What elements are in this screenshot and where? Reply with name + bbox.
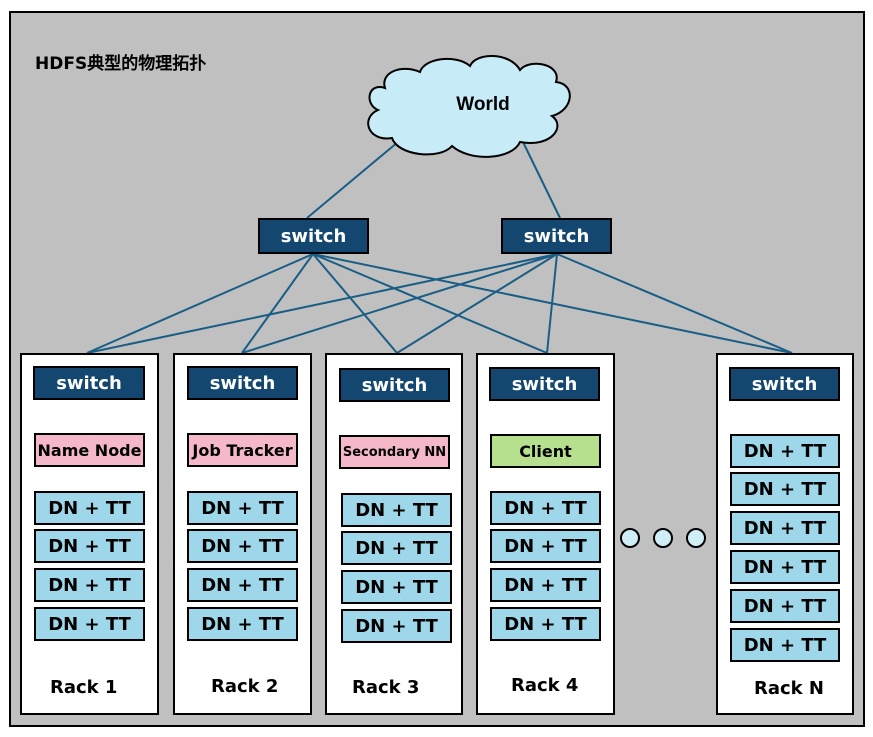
link-sw2-rack1 xyxy=(86,253,558,354)
core-switch-right: switch xyxy=(501,218,612,254)
rack-1-node: DN + TT xyxy=(34,607,145,641)
link-sw1-rack4 xyxy=(312,253,548,354)
rack-4-node: DN + TT xyxy=(490,491,601,525)
link-sw2-rack3 xyxy=(396,253,558,354)
rack-n-label: Rack N xyxy=(754,678,824,699)
rack-1-label: Rack 1 xyxy=(50,677,118,698)
rack-3-node: DN + TT xyxy=(341,570,452,604)
rack-1-node: DN + TT xyxy=(34,491,145,525)
rack-2-node: DN + TT xyxy=(187,491,298,525)
rack-3-switch: switch xyxy=(339,368,450,402)
rack-2-role-job-tracker: Job Tracker xyxy=(187,433,298,467)
rack-3-node: DN + TT xyxy=(341,531,452,565)
rack-n-node: DN + TT xyxy=(730,434,840,468)
rack-3-role-secondary-nn: Secondary NN xyxy=(339,435,450,469)
rack-2-node: DN + TT xyxy=(187,529,298,563)
link-sw2-rack2 xyxy=(241,253,558,354)
rack-1-role-name-node: Name Node xyxy=(34,433,145,467)
rack-n-node: DN + TT xyxy=(730,550,840,584)
rack-3-node: DN + TT xyxy=(341,609,452,643)
link-world-switch-1 xyxy=(306,141,399,219)
rack-n-node: DN + TT xyxy=(730,511,840,545)
rack-1-switch: switch xyxy=(33,366,145,400)
link-world-switch-2 xyxy=(522,141,561,219)
rack-3-label: Rack 3 xyxy=(352,677,420,698)
rack-4-label: Rack 4 xyxy=(511,675,579,696)
rack-n-switch: switch xyxy=(729,367,840,401)
rack-2-node: DN + TT xyxy=(187,607,298,641)
rack-2-switch: switch xyxy=(187,366,298,400)
link-sw1-rack2 xyxy=(241,253,314,354)
link-sw1-rack1 xyxy=(86,253,314,354)
ellipsis-dot-icon xyxy=(653,528,673,548)
rack-4-node: DN + TT xyxy=(490,529,601,563)
rack-1-node: DN + TT xyxy=(34,568,145,602)
rack-n-node: DN + TT xyxy=(730,472,840,506)
rack-2-label: Rack 2 xyxy=(211,676,279,697)
rack-1-node: DN + TT xyxy=(34,529,145,563)
rack-2-node: DN + TT xyxy=(187,568,298,602)
diagram-title: HDFS典型的物理拓扑 xyxy=(35,54,207,74)
ellipsis-dot-icon xyxy=(620,528,640,548)
rack-3-node: DN + TT xyxy=(341,493,452,527)
link-sw2-rackN xyxy=(556,253,793,354)
rack-4-role-client: Client xyxy=(490,434,601,468)
rack-4-switch: switch xyxy=(489,367,600,401)
world-label: World xyxy=(456,94,510,115)
core-switch-left: switch xyxy=(258,218,369,254)
rack-n-node: DN + TT xyxy=(730,628,840,662)
link-sw1-rack3 xyxy=(312,253,398,354)
rack-4-node: DN + TT xyxy=(490,568,601,602)
ellipsis-dot-icon xyxy=(686,528,706,548)
link-sw2-rack4 xyxy=(546,253,558,354)
rack-n-node: DN + TT xyxy=(730,589,840,623)
rack-4-node: DN + TT xyxy=(490,607,601,641)
